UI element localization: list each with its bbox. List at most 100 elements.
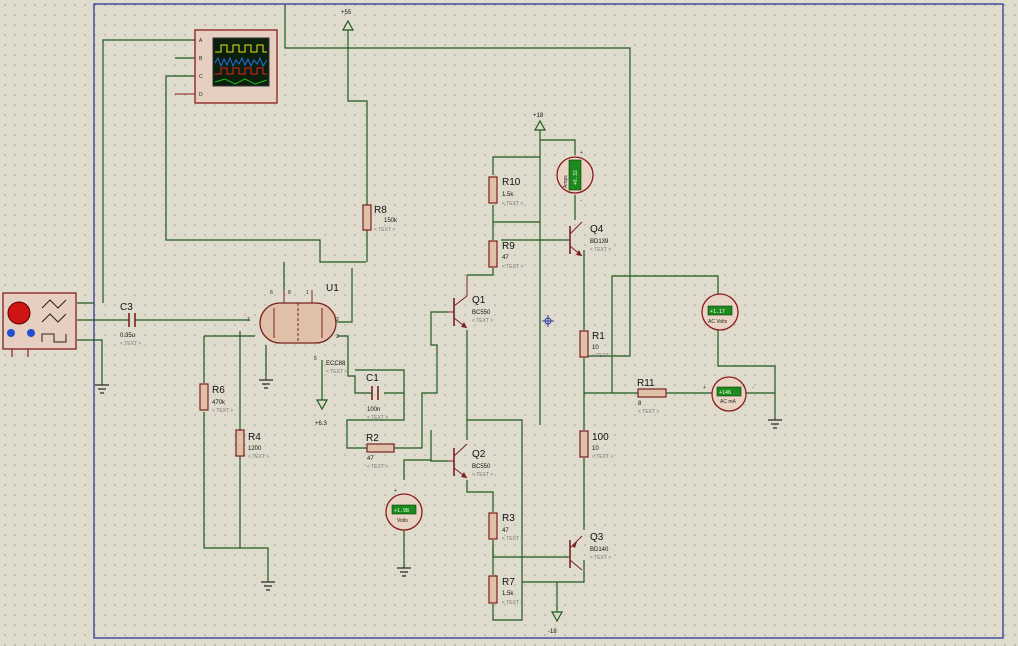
tube-u1[interactable]: U1 ECC88 < TEXT > 6 8 1 7 2 3 5 bbox=[247, 283, 347, 375]
svg-text:Q4: Q4 bbox=[590, 224, 604, 235]
svg-text:< TEXT >: < TEXT > bbox=[472, 472, 493, 478]
svg-text:+1.17: +1.17 bbox=[710, 309, 725, 315]
svg-text:Q2: Q2 bbox=[472, 449, 486, 460]
svg-text:+: + bbox=[394, 488, 397, 494]
svg-text:-: - bbox=[580, 198, 582, 204]
u1-pin-6: 6 bbox=[270, 290, 273, 296]
svg-text:< TEXT >: < TEXT > bbox=[502, 600, 523, 606]
svg-text:BC550: BC550 bbox=[472, 464, 491, 470]
svg-text:+1.98: +1.98 bbox=[394, 508, 409, 514]
svg-text:-: - bbox=[752, 385, 754, 391]
u1-pin-2: 2 bbox=[336, 317, 339, 323]
resistor-r3[interactable]: R3 47 < TEXT > bbox=[488, 512, 523, 542]
resistor-r1[interactable]: R1 10 < TEXT > bbox=[579, 330, 613, 359]
svg-text:< TEXT >: < TEXT > bbox=[502, 536, 523, 542]
capacitor-c1[interactable]: C1 100n < TEXT > bbox=[366, 373, 388, 421]
svg-text:R3: R3 bbox=[502, 513, 515, 524]
svg-text:150k: 150k bbox=[384, 218, 398, 224]
svg-text:+146: +146 bbox=[719, 390, 731, 396]
svg-text:R1: R1 bbox=[592, 331, 605, 342]
resistor-r10[interactable]: R10 1.5k < TEXT > bbox=[488, 176, 523, 207]
svg-text:< TEXT >: < TEXT > bbox=[502, 264, 523, 270]
capacitor-c3[interactable]: C3 0.35u < TEXT > bbox=[120, 302, 141, 347]
c1-ref: C1 bbox=[366, 373, 379, 384]
sheet-border bbox=[93, 3, 1004, 639]
resistor-r11[interactable]: R11 8 < TEXT > bbox=[637, 378, 667, 415]
svg-text:47: 47 bbox=[502, 528, 509, 534]
svg-text:< TEXT >: < TEXT > bbox=[592, 353, 613, 359]
svg-text:+6.32: +6.32 bbox=[573, 170, 579, 185]
supply-top-label: +55 bbox=[341, 10, 352, 16]
u1-pin-8: 8 bbox=[288, 290, 291, 296]
c1-value: 100n bbox=[367, 407, 380, 413]
svg-text:< TEXT >: < TEXT > bbox=[592, 454, 613, 460]
svg-text:Volts: Volts bbox=[397, 518, 408, 524]
transistor-q4[interactable]: Q4 BD139 < TEXT > bbox=[568, 221, 611, 257]
svg-text:R7: R7 bbox=[502, 577, 515, 588]
resistor-r2[interactable]: R2 47 < TEXT > bbox=[366, 433, 395, 470]
resistor-r9[interactable]: R9 47 < TEXT > bbox=[488, 240, 523, 270]
svg-text:47: 47 bbox=[502, 255, 509, 261]
crosshair-cursor-icon bbox=[542, 315, 554, 327]
svg-text:R6: R6 bbox=[212, 385, 225, 396]
svg-text:Q1: Q1 bbox=[472, 295, 486, 306]
u1-pin-7: 7 bbox=[247, 317, 250, 323]
svg-text:10: 10 bbox=[592, 446, 599, 452]
svg-text:+: + bbox=[703, 385, 706, 391]
ammeter-top[interactable]: +6.32 Amps + - bbox=[556, 150, 594, 204]
svg-text:BD139: BD139 bbox=[590, 239, 609, 245]
ac-voltmeter[interactable]: +1.17 AC Volts bbox=[701, 293, 739, 331]
svg-text:Amps: Amps bbox=[563, 175, 569, 188]
u1-ref: U1 bbox=[326, 283, 339, 294]
svg-text:< TEXT >: < TEXT > bbox=[472, 318, 493, 324]
svg-text:R4: R4 bbox=[248, 432, 261, 443]
oscilloscope[interactable]: A B C D bbox=[175, 29, 278, 104]
c1-text: < TEXT > bbox=[367, 415, 388, 421]
svg-text:1.5k: 1.5k bbox=[502, 591, 514, 597]
transistor-q1[interactable]: Q1 BC550 < TEXT > bbox=[448, 275, 493, 329]
resistor-r6[interactable]: R6 470k < TEXT > bbox=[199, 383, 233, 414]
u1-pin-5: 5 bbox=[314, 356, 317, 362]
svg-text:BD140: BD140 bbox=[590, 547, 609, 553]
svg-text:Q3: Q3 bbox=[590, 532, 604, 543]
transistor-q3[interactable]: Q3 BD140 < TEXT > bbox=[568, 532, 611, 571]
svg-text:470k: 470k bbox=[212, 400, 226, 406]
svg-text:47: 47 bbox=[367, 456, 374, 462]
transistor-q2[interactable]: Q2 BC550 < TEXT > bbox=[448, 443, 493, 479]
svg-text:R8: R8 bbox=[374, 205, 387, 216]
c3-value: 0.35u bbox=[120, 333, 135, 339]
wires bbox=[77, 5, 776, 621]
u1-pin-3: 3 bbox=[336, 334, 339, 340]
supply-neg-label: -18 bbox=[548, 629, 557, 635]
resistor-r8[interactable]: R8 150k < TEXT > bbox=[362, 204, 398, 233]
scope-channel-b: B bbox=[199, 56, 203, 62]
scope-channel-a: A bbox=[199, 38, 203, 44]
svg-text:< TEXT >: < TEXT > bbox=[212, 408, 233, 414]
svg-text:1200: 1200 bbox=[248, 446, 262, 452]
ac-milliammeter[interactable]: +146 AC mA + - bbox=[703, 376, 754, 412]
scope-channel-d: D bbox=[199, 92, 203, 98]
signal-generator[interactable] bbox=[2, 292, 77, 357]
svg-text:-: - bbox=[394, 532, 396, 538]
svg-text:< TEXT >: < TEXT > bbox=[638, 409, 659, 415]
svg-text:< TEXT >: < TEXT > bbox=[367, 464, 388, 470]
svg-text:8: 8 bbox=[638, 401, 642, 407]
u1-pin-1: 1 bbox=[306, 290, 309, 296]
svg-text:1.5k: 1.5k bbox=[502, 192, 514, 198]
svg-text:R2: R2 bbox=[366, 433, 379, 444]
svg-text:< TEXT >: < TEXT > bbox=[590, 247, 611, 253]
resistor-r4[interactable]: R4 1200 < TEXT > bbox=[235, 429, 269, 460]
svg-text:10: 10 bbox=[592, 345, 599, 351]
resistor-100[interactable]: 100 10 < TEXT > bbox=[579, 430, 613, 460]
voltmeter-bottom[interactable]: +1.98 Volts + - bbox=[385, 488, 423, 538]
c3-ref: C3 bbox=[120, 302, 133, 313]
svg-text:+: + bbox=[580, 150, 583, 156]
ground-symbols bbox=[95, 379, 782, 591]
svg-text:R11: R11 bbox=[637, 378, 655, 389]
supply-mid-label: +18 bbox=[533, 113, 544, 119]
resistor-r7[interactable]: R7 1.5k < TEXT > bbox=[488, 575, 523, 606]
c3-text: < TEXT > bbox=[120, 341, 141, 347]
scope-channel-c: C bbox=[199, 74, 203, 80]
svg-text:R10: R10 bbox=[502, 177, 521, 188]
